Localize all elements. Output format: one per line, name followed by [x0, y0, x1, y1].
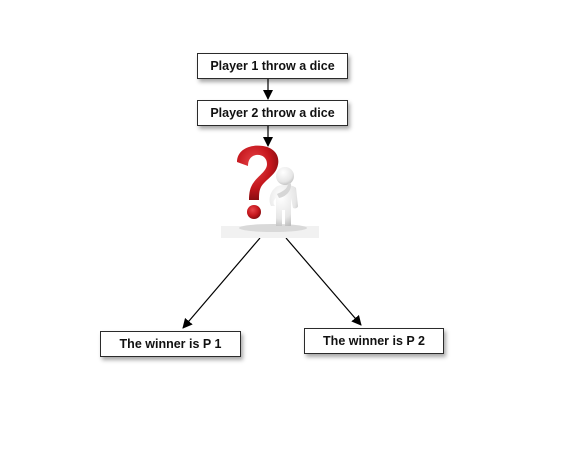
arrow-decision-to-winner-p2 [285, 237, 362, 326]
node-winner-p2: The winner is P 2 [304, 328, 444, 354]
node-player2-throw: Player 2 throw a dice [197, 100, 348, 126]
node-player1-throw: Player 1 throw a dice [197, 53, 348, 79]
node-winner-p1: The winner is P 1 [100, 331, 241, 357]
arrow-decision-to-winner-p1 [182, 237, 261, 329]
question-mark-thinking-figure-icon [221, 145, 319, 238]
